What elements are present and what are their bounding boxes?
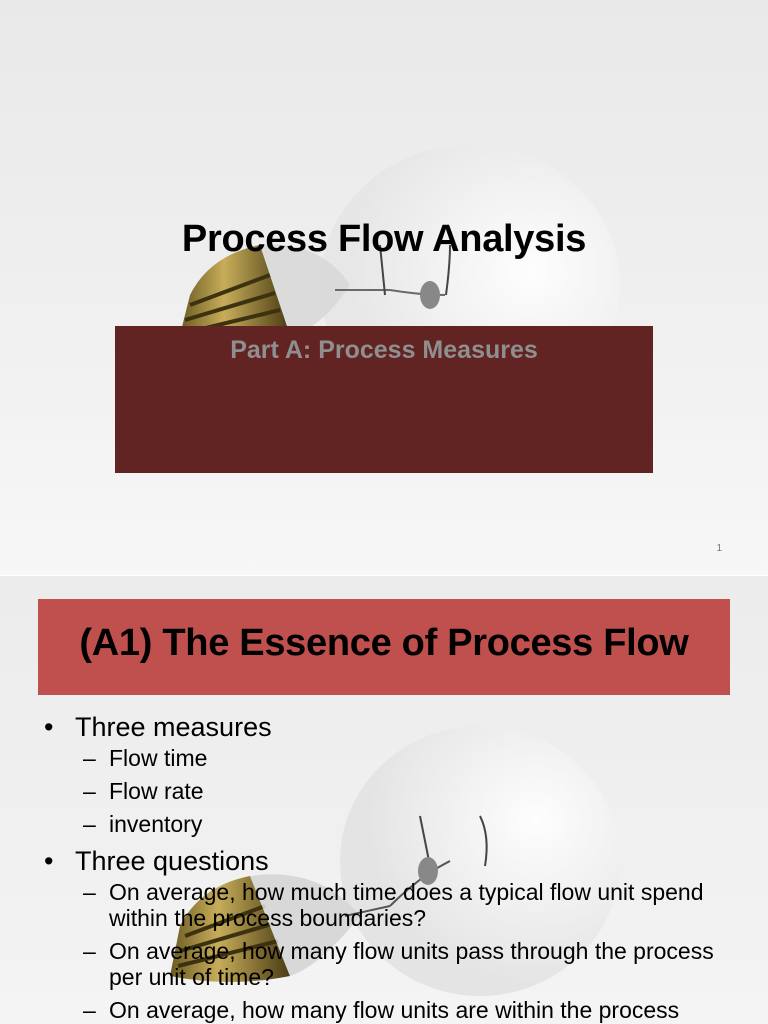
sub-bullet-item: – On average, how many flow units are wi… <box>44 997 744 1024</box>
sub-bullet-item: – Flow rate <box>44 778 744 804</box>
sub-bullet-item: – On average, how many flow units pass t… <box>44 938 744 990</box>
dash-marker: – <box>83 778 96 804</box>
dash-marker: – <box>83 997 96 1023</box>
sub-bullet-text: Flow time <box>109 745 208 771</box>
content-slide: (A1) The Essence of Process Flow Three m… <box>0 576 768 1024</box>
bullet-list: Three measures – Flow time – Flow rate –… <box>44 710 744 1024</box>
dash-marker: – <box>83 811 96 837</box>
sub-bullet-item: – inventory <box>44 811 744 837</box>
dash-marker: – <box>83 879 96 905</box>
slide-divider <box>0 575 768 576</box>
dash-marker: – <box>83 745 96 771</box>
dash-marker: – <box>83 938 96 964</box>
sub-bullet-text: On average, how many flow units are with… <box>109 997 680 1024</box>
sub-bullet-text: inventory <box>109 811 203 837</box>
title-slide: Process Flow Analysis Part A: Process Me… <box>0 0 768 576</box>
bullet-item: Three questions <box>44 844 744 878</box>
sub-bullet-text: Flow rate <box>109 778 204 804</box>
title-bar: (A1) The Essence of Process Flow <box>38 599 730 695</box>
slide-title: Process Flow Analysis <box>181 218 587 260</box>
slide-number: 1 <box>716 543 722 554</box>
subtitle-box: Part A: Process Measures <box>115 326 653 473</box>
slide-title: (A1) The Essence of Process Flow <box>79 622 689 664</box>
bullet-item: Three measures <box>44 710 744 744</box>
sub-bullet-item: – Flow time <box>44 745 744 771</box>
sub-bullet-item: – On average, how much time does a typic… <box>44 879 744 931</box>
sub-bullet-text: On average, how much time does a typical… <box>109 879 704 931</box>
sub-bullet-text: On average, how many flow units pass thr… <box>109 938 714 990</box>
slide-subtitle: Part A: Process Measures <box>230 336 538 364</box>
